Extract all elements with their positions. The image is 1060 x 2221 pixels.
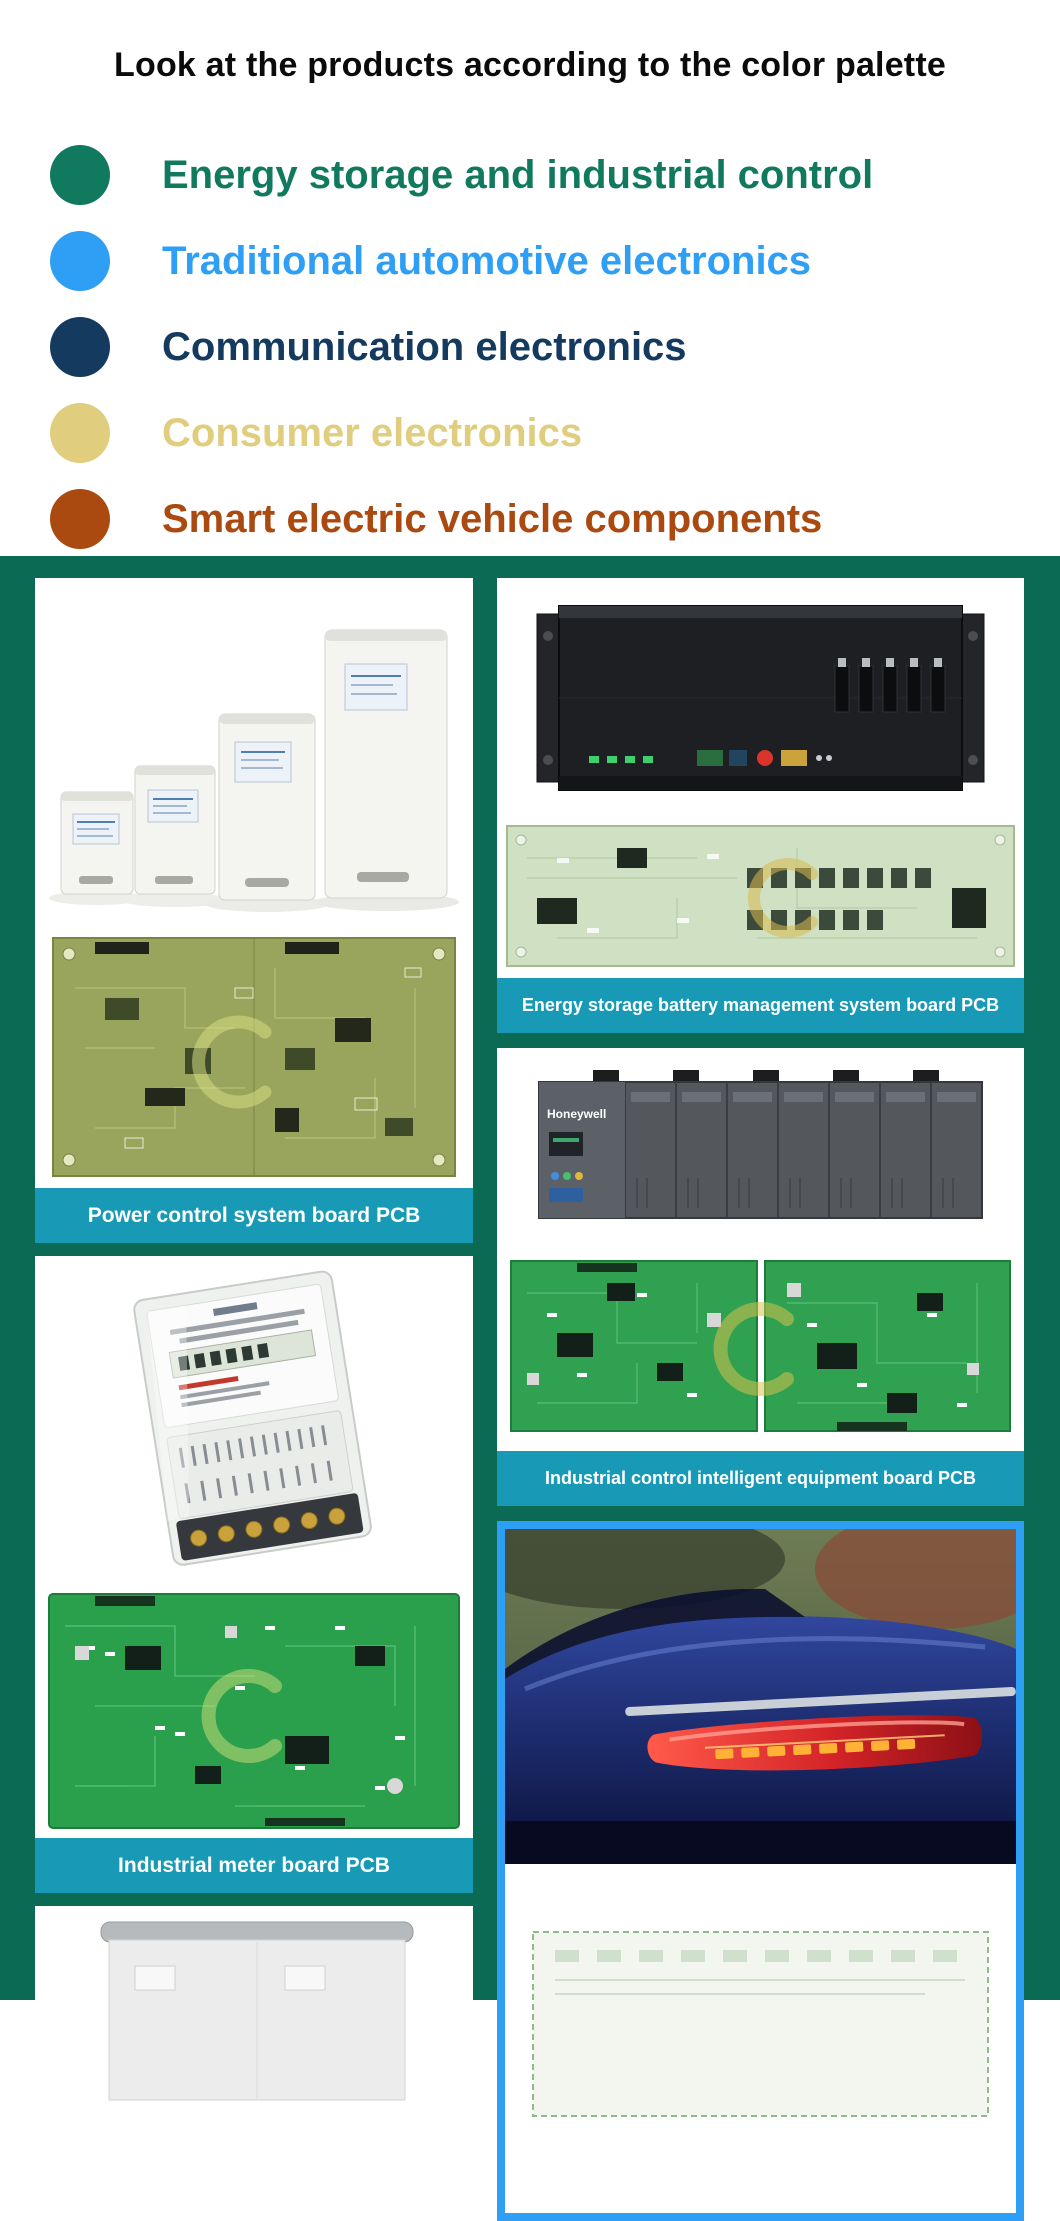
legend-dot-blue (50, 231, 110, 291)
capacitor-large (324, 629, 448, 899)
plc-rack-photo: Honeywell (497, 1048, 1024, 1253)
logo-watermark (201, 1669, 282, 1763)
power-control-pcb-photo (35, 928, 473, 1188)
pcb-board (506, 825, 1015, 967)
legend-dot-navy (50, 317, 110, 377)
enclosure-photo (35, 1906, 473, 2106)
energy-meter-photo (35, 1256, 473, 1586)
card-whitespace (505, 1864, 1016, 1924)
product-card-energy-storage: Energy storage battery management system… (497, 578, 1024, 1033)
legend-dot-khaki (50, 403, 110, 463)
enclosure-lid (100, 1921, 414, 1943)
legend-label-energy-storage: Energy storage and industrial control (162, 152, 874, 197)
battery-rack-photo (497, 578, 1024, 818)
product-card-industrial-control: Honeywell In (497, 1048, 1024, 1506)
chrome-trim (625, 1686, 1016, 1716)
legend-label-consumer: Consumer electronics (162, 410, 583, 455)
capacitor-small (60, 791, 134, 895)
automotive-pcb-drawing (505, 1924, 1016, 2124)
legend-dot-green (50, 145, 110, 205)
product-card-industrial-meter: Industrial meter board PCB (35, 1256, 473, 1893)
capacitor-medium-small (134, 765, 216, 895)
bms-pcb-photo (497, 818, 1024, 978)
meter-terminal-block (176, 1493, 364, 1561)
legend-label-smart-ev: Smart electric vehicle components (162, 496, 823, 541)
energy-meter (133, 1270, 372, 1566)
caption-industrial-meter: Industrial meter board PCB (35, 1838, 473, 1893)
caption-industrial-control: Industrial control intelligent equipment… (497, 1451, 1024, 1506)
legend-label-communication: Communication electronics (162, 324, 687, 369)
page-title: Look at the products according to the co… (114, 46, 946, 84)
product-card-bottom-left (35, 1906, 473, 2206)
industrial-pcb-photo (497, 1253, 1024, 1451)
brand-label: Honeywell (547, 1107, 606, 1121)
legend-label-automotive: Traditional automotive electronics (162, 238, 812, 283)
logo-watermark (713, 1302, 794, 1396)
rack-connectors (834, 658, 946, 713)
logo-watermark (748, 858, 818, 938)
power-button (757, 750, 773, 766)
legend-row-consumer: Consumer electronics (50, 390, 873, 476)
taillight (647, 1715, 983, 1771)
legend-dot-rust (50, 489, 110, 549)
legend-row-energy-storage: Energy storage and industrial control (50, 132, 873, 218)
capacitors-photo (35, 578, 473, 928)
legend-row-smart-ev: Smart electric vehicle components (50, 476, 873, 562)
legend-row-automotive: Traditional automotive electronics (50, 218, 873, 304)
car-taillight-photo (505, 1529, 1016, 1864)
product-card-automotive (497, 1521, 1024, 2221)
meter-pcb-photo (35, 1586, 473, 1838)
product-card-power-control: Power control system board PCB (35, 578, 473, 1243)
status-leds (589, 756, 653, 763)
capacitor-medium (218, 713, 316, 901)
color-palette-legend: Energy storage and industrial control Tr… (50, 132, 873, 562)
caption-power-control: Power control system board PCB (35, 1188, 473, 1243)
legend-row-communication: Communication electronics (50, 304, 873, 390)
logo-watermark (192, 1015, 272, 1109)
caption-energy-storage: Energy storage battery management system… (497, 978, 1024, 1033)
